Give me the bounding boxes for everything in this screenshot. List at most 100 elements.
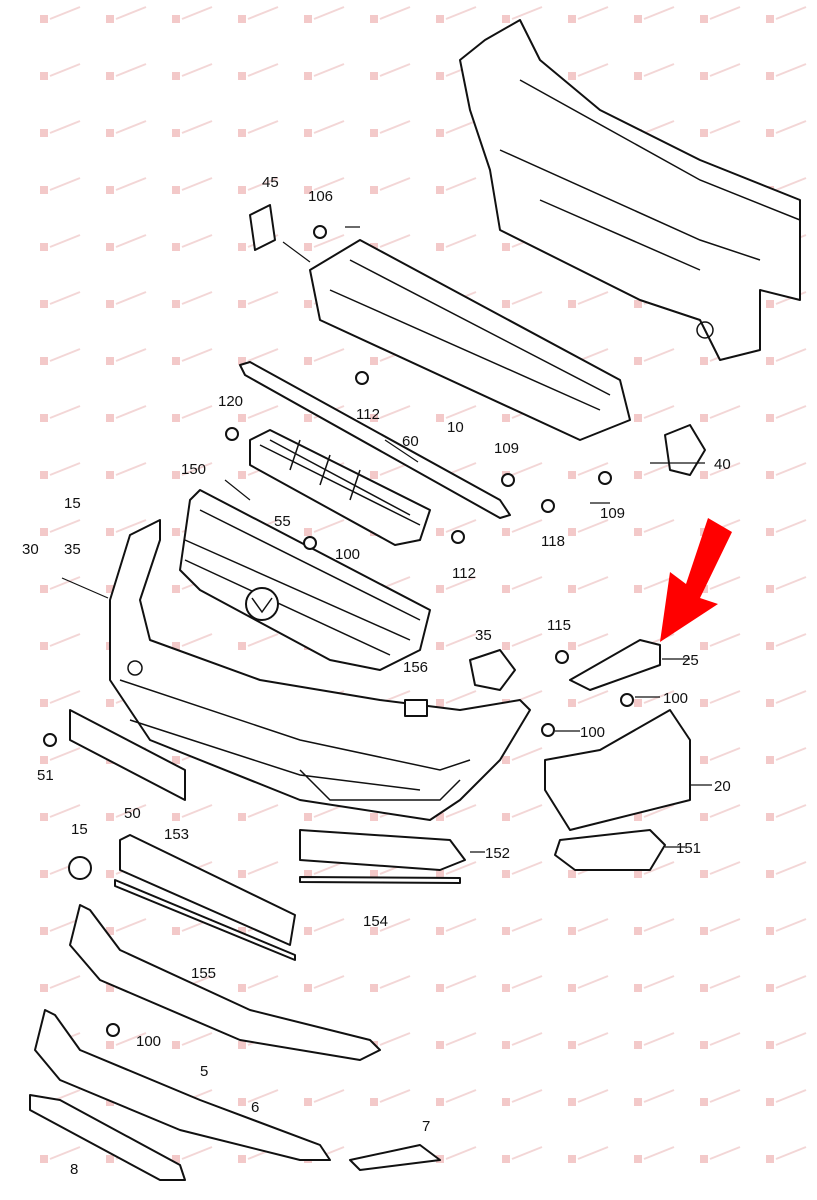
watermark-text xyxy=(115,462,147,476)
watermark-logo xyxy=(700,129,708,137)
bracket-7 xyxy=(349,1144,441,1171)
watermark-logo xyxy=(238,1098,246,1106)
watermark-logo xyxy=(370,15,378,23)
callout: 60 xyxy=(402,433,419,450)
callout: 25 xyxy=(682,652,699,669)
watermark-text xyxy=(181,405,213,419)
watermark-text xyxy=(775,975,807,989)
watermark-logo xyxy=(40,1155,48,1163)
watermark-text xyxy=(181,291,213,305)
watermark-logo xyxy=(502,756,510,764)
watermark-logo xyxy=(238,186,246,194)
watermark-logo xyxy=(436,813,444,821)
watermark-text xyxy=(247,63,279,77)
watermark-text xyxy=(445,1089,477,1103)
callout: 40 xyxy=(714,456,731,473)
watermark-logo xyxy=(370,129,378,137)
callout: 30 xyxy=(22,541,39,558)
watermark-logo xyxy=(40,129,48,137)
callout: 8 xyxy=(70,1161,78,1178)
watermark-text xyxy=(577,1146,609,1160)
watermark-text xyxy=(181,6,213,20)
watermark-logo xyxy=(436,1041,444,1049)
watermark-text xyxy=(313,6,345,20)
watermark-logo xyxy=(106,243,114,251)
watermark-logo xyxy=(436,585,444,593)
watermark-logo xyxy=(436,927,444,935)
watermark-logo xyxy=(304,1098,312,1106)
watermark-text xyxy=(709,63,741,77)
watermark-logo xyxy=(238,870,246,878)
watermark-text xyxy=(313,519,345,533)
watermark-logo xyxy=(106,870,114,878)
watermark-logo xyxy=(238,471,246,479)
watermark-logo xyxy=(304,357,312,365)
watermark-logo xyxy=(766,471,774,479)
watermark-text xyxy=(115,177,147,191)
watermark-logo xyxy=(106,471,114,479)
watermark-text xyxy=(379,1089,411,1103)
watermark-logo xyxy=(502,243,510,251)
watermark-text xyxy=(511,576,543,590)
watermark-text xyxy=(49,804,81,818)
callout: 15 xyxy=(71,821,88,838)
callout: 100 xyxy=(335,546,360,563)
watermark-logo xyxy=(106,72,114,80)
watermark-logo xyxy=(238,15,246,23)
watermark-text xyxy=(247,348,279,362)
watermark-logo xyxy=(40,528,48,536)
watermark-logo xyxy=(766,585,774,593)
watermark-text xyxy=(379,918,411,932)
watermark-logo xyxy=(502,1155,510,1163)
watermark-logo xyxy=(568,699,576,707)
watermark-text xyxy=(445,177,477,191)
callout: 151 xyxy=(676,840,701,857)
watermark-logo xyxy=(502,927,510,935)
watermark-logo xyxy=(568,1098,576,1106)
watermark-text xyxy=(445,1032,477,1046)
watermark-text xyxy=(445,6,477,20)
watermark-logo xyxy=(106,927,114,935)
watermark-logo xyxy=(172,72,180,80)
watermark-text xyxy=(709,861,741,875)
watermark-text xyxy=(115,804,147,818)
watermark-text xyxy=(313,1089,345,1103)
watermark-logo xyxy=(502,1041,510,1049)
callout: 115 xyxy=(547,617,571,634)
watermark-text xyxy=(643,861,675,875)
watermark-text xyxy=(49,1146,81,1160)
watermark-text xyxy=(445,519,477,533)
callout-labels: 45 106 112 10 120 60 109 40 150 109 55 1… xyxy=(22,174,731,1178)
watermark-logo xyxy=(568,1041,576,1049)
watermark-text xyxy=(709,633,741,647)
watermark-logo xyxy=(172,1155,180,1163)
watermark-text xyxy=(775,1146,807,1160)
watermark-text xyxy=(577,1032,609,1046)
watermark-logo xyxy=(436,528,444,536)
watermark-text xyxy=(49,6,81,20)
watermark-logo xyxy=(172,300,180,308)
callout: 35 xyxy=(64,541,81,558)
watermark-logo xyxy=(568,585,576,593)
watermark-logo xyxy=(370,927,378,935)
callout: 35 xyxy=(475,627,492,644)
watermark-logo xyxy=(436,186,444,194)
watermark-logo xyxy=(766,15,774,23)
callout: 118 xyxy=(541,533,565,550)
watermark-logo xyxy=(172,756,180,764)
callout: 100 xyxy=(663,690,688,707)
watermark-text xyxy=(577,576,609,590)
watermark-logo xyxy=(106,300,114,308)
callout: 45 xyxy=(262,174,279,191)
watermark-text xyxy=(445,1146,477,1160)
watermark-logo xyxy=(40,243,48,251)
watermark-logo xyxy=(502,585,510,593)
watermark-logo xyxy=(502,15,510,23)
watermark-text xyxy=(379,1032,411,1046)
watermark-text xyxy=(445,804,477,818)
watermark-logo xyxy=(766,927,774,935)
undertray-8 xyxy=(29,1094,186,1181)
watermark-text xyxy=(115,348,147,362)
watermark-logo xyxy=(766,642,774,650)
watermark-logo xyxy=(40,585,48,593)
